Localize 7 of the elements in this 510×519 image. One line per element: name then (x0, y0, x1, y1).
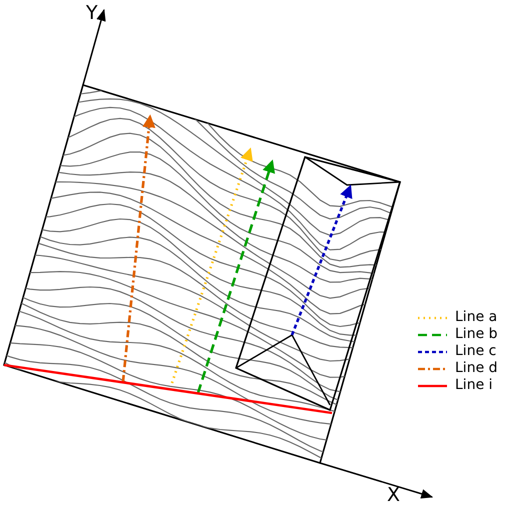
legend-label: Line c (455, 343, 496, 359)
legend-label: Line i (455, 377, 493, 393)
legend-label: Line a (455, 309, 498, 325)
axis-label: X (387, 485, 400, 505)
legend-label: Line b (455, 326, 498, 342)
legend-label: Line d (455, 360, 498, 376)
axis-label: Y (86, 3, 98, 23)
